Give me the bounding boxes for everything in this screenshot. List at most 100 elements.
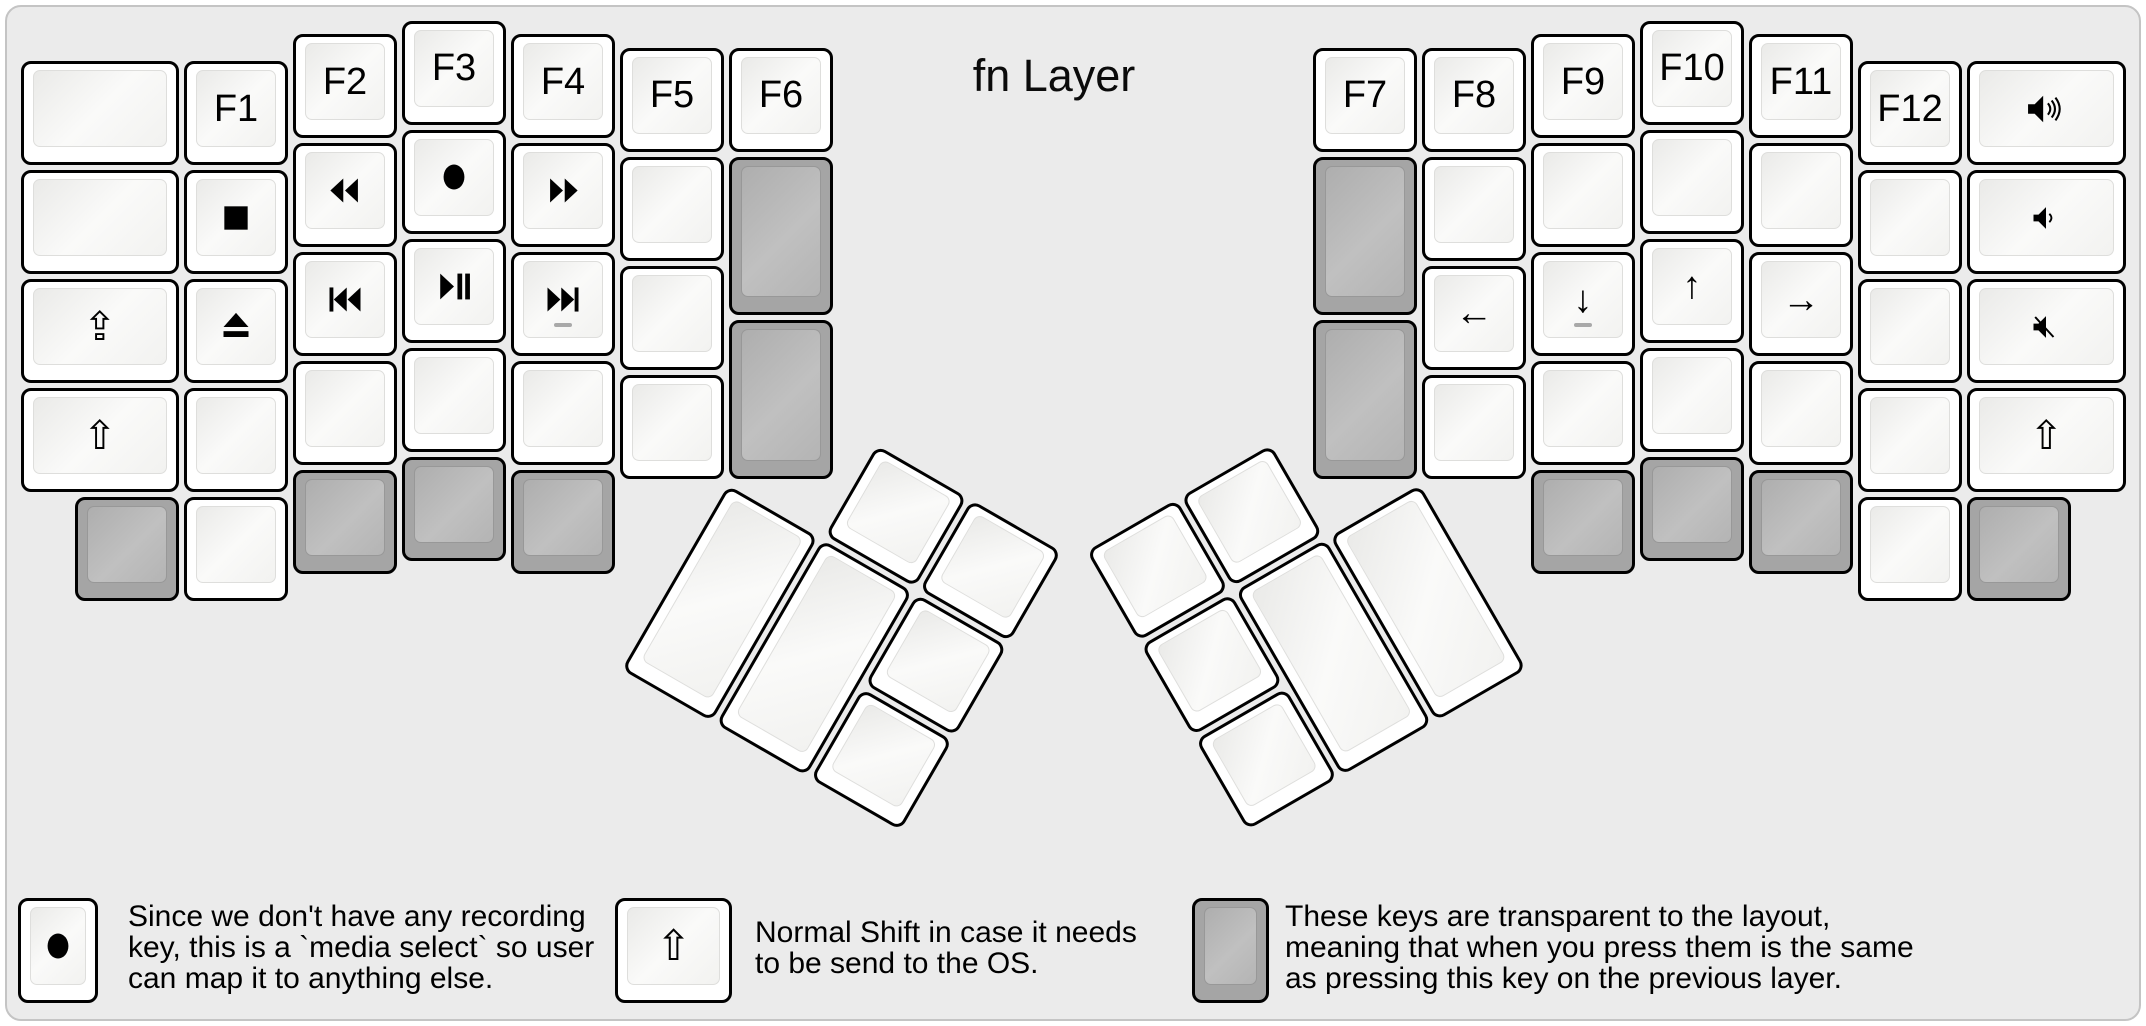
key-blank[interactable]: [1640, 347, 1744, 452]
key-transparent[interactable]: [1640, 456, 1744, 561]
key-caps-lock[interactable]: ⇪: [20, 279, 179, 384]
key-blank[interactable]: [620, 156, 724, 261]
key-media-select[interactable]: [402, 129, 506, 234]
keycap-top: F2: [305, 43, 385, 121]
key-transparent[interactable]: [1313, 156, 1417, 316]
key-arrow-left[interactable]: ←: [1422, 265, 1526, 370]
key-blank[interactable]: [620, 265, 724, 370]
key-transparent[interactable]: [402, 456, 506, 561]
keycap-top: [1870, 397, 1950, 475]
keycap-top: [632, 383, 712, 461]
key-f10[interactable]: F10: [1640, 20, 1744, 125]
key-f1[interactable]: F1: [184, 61, 288, 166]
key-blank[interactable]: [1858, 170, 1962, 275]
key-blank[interactable]: [1640, 129, 1744, 234]
key-transparent[interactable]: [75, 497, 179, 602]
keycap-top: [196, 179, 276, 257]
key-blank[interactable]: [1422, 374, 1526, 479]
key-f11[interactable]: F11: [1749, 34, 1853, 139]
keycap-top: [1325, 165, 1405, 298]
keycap-top: F11: [1761, 43, 1841, 121]
keycap-top: [87, 506, 167, 584]
key-rewind[interactable]: [293, 143, 397, 248]
key-blank[interactable]: [293, 361, 397, 466]
key-transparent[interactable]: [511, 470, 615, 575]
legend-key-transparent[interactable]: [1192, 898, 1269, 1003]
key-arrow-down[interactable]: ↓: [1531, 252, 1635, 357]
legend-line: Normal Shift in case it needs: [755, 916, 1137, 949]
keycap-top: ↑: [1652, 247, 1732, 325]
key-next-track[interactable]: [511, 252, 615, 357]
key-blank[interactable]: [1858, 388, 1962, 493]
keycap-top: ⇧: [32, 397, 167, 475]
key-transparent[interactable]: [293, 470, 397, 575]
key-blank[interactable]: [620, 374, 724, 479]
key-f9[interactable]: F9: [1531, 34, 1635, 139]
key-label: F7: [1342, 74, 1388, 117]
key-volume-up[interactable]: [1967, 61, 2126, 166]
keycap-top: [414, 138, 494, 216]
key-blank[interactable]: [1422, 156, 1526, 261]
key-transparent[interactable]: [1313, 320, 1417, 479]
keycap-top: F12: [1870, 70, 1950, 148]
key-transparent[interactable]: [1749, 470, 1853, 575]
legend-line: as pressing this key on the previous lay…: [1285, 962, 1842, 995]
key-prev-track[interactable]: [293, 252, 397, 357]
key-play-pause[interactable]: [402, 238, 506, 343]
rewind-icon: [324, 175, 366, 206]
key-f7[interactable]: F7: [1313, 47, 1417, 152]
key-f6[interactable]: F6: [729, 47, 833, 152]
key-shift[interactable]: ⇧: [20, 388, 179, 493]
keycap-top: [1979, 179, 2114, 257]
keycap-top: [196, 288, 276, 366]
legend-key-record[interactable]: [18, 898, 98, 1003]
mute-icon: [2026, 312, 2066, 342]
key-transparent[interactable]: [1967, 497, 2071, 602]
key-f3[interactable]: F3: [402, 20, 506, 125]
key-label: ↓: [1573, 278, 1593, 321]
key-label: F5: [649, 74, 695, 117]
key-eject[interactable]: [184, 279, 288, 384]
key-volume-down[interactable]: [1967, 170, 2126, 275]
keycap-top: [1325, 329, 1405, 461]
key-transparent[interactable]: [1531, 470, 1635, 575]
keycap-top: [1870, 506, 1950, 584]
key-blank[interactable]: [1531, 143, 1635, 248]
key-transparent[interactable]: [729, 320, 833, 479]
key-blank[interactable]: [20, 170, 179, 275]
key-arrow-right[interactable]: →: [1749, 252, 1853, 357]
key-blank[interactable]: [1749, 361, 1853, 466]
keycap-top: [1652, 465, 1732, 543]
key-f8[interactable]: F8: [1422, 47, 1526, 152]
key-mute[interactable]: [1967, 279, 2126, 384]
keycap-top: [1434, 165, 1514, 243]
key-blank[interactable]: [1858, 279, 1962, 384]
key-stop[interactable]: [184, 170, 288, 275]
key-transparent[interactable]: [729, 156, 833, 316]
legend-line: can map it to anything else.: [128, 962, 494, 995]
key-blank[interactable]: [511, 361, 615, 466]
keycap-top: ←: [1434, 274, 1514, 352]
keycap-top: F6: [741, 56, 821, 134]
keycap-top: [32, 179, 167, 257]
legend-line: Since we don't have any recording: [128, 900, 586, 933]
key-blank[interactable]: [1749, 143, 1853, 248]
homing-bar: [1574, 323, 1592, 328]
key-blank[interactable]: [1858, 497, 1962, 602]
key-arrow-up[interactable]: ↑: [1640, 238, 1744, 343]
keycap-top: [1543, 479, 1623, 557]
key-blank[interactable]: [20, 61, 179, 166]
prev-icon: [324, 284, 366, 315]
key-shift[interactable]: ⇧: [1967, 388, 2126, 493]
key-blank[interactable]: [402, 347, 506, 452]
key-fast-forward[interactable]: [511, 143, 615, 248]
key-f4[interactable]: F4: [511, 34, 615, 139]
key-blank[interactable]: [1531, 361, 1635, 466]
key-blank[interactable]: [184, 497, 288, 602]
key-f12[interactable]: F12: [1858, 61, 1962, 166]
key-f5[interactable]: F5: [620, 47, 724, 152]
legend-key-shift[interactable]: ⇧: [615, 898, 732, 1003]
key-f2[interactable]: F2: [293, 34, 397, 139]
key-blank[interactable]: [184, 388, 288, 493]
